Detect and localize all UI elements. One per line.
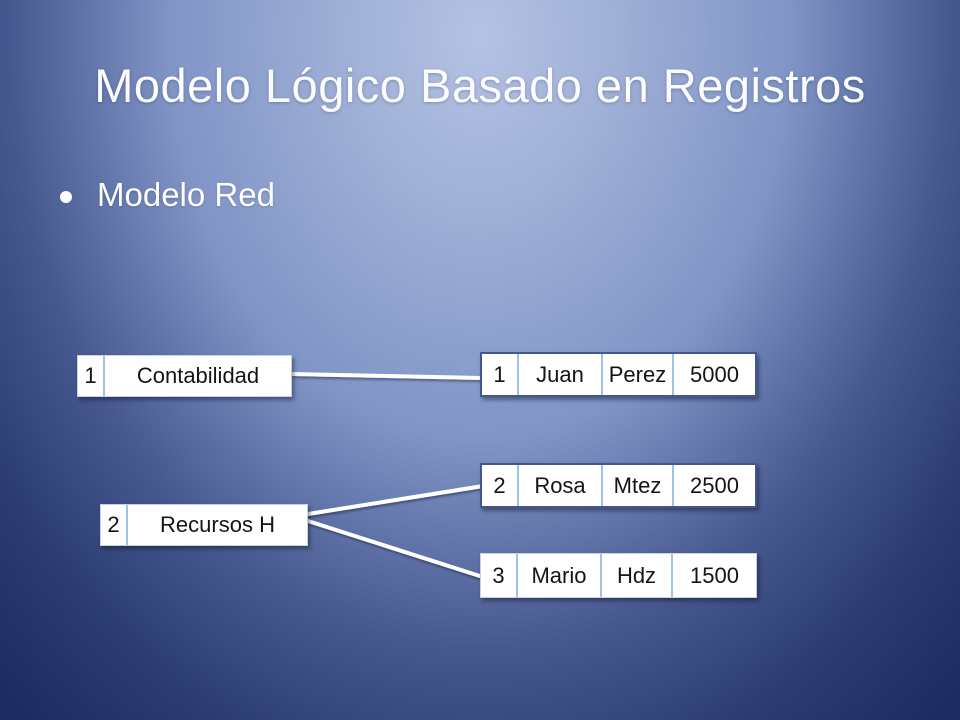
- employee-record-juan: 1 Juan Perez 5000: [480, 352, 757, 397]
- bullet-item: Modelo Red: [60, 176, 275, 214]
- dept-record-contabilidad: 1 Contabilidad: [77, 355, 292, 397]
- employee-id: 2: [482, 465, 519, 506]
- employee-lastname: Hdz: [602, 554, 673, 597]
- bullet-dot-icon: [60, 191, 72, 203]
- employee-lastname: Mtez: [603, 465, 674, 506]
- employee-salary: 5000: [690, 361, 739, 387]
- link-recursosh-mario: [306, 519, 485, 579]
- employee-firstname: Mario: [518, 554, 602, 597]
- employee-record-rosa: 2 Rosa Mtez 2500: [480, 463, 757, 508]
- dept-record-recursos-h: 2 Recursos H: [100, 504, 308, 546]
- dept-id: 2: [101, 505, 128, 545]
- employee-id: 1: [482, 354, 519, 395]
- employee-salary: 2500: [690, 472, 739, 498]
- dept-name: Recursos H: [160, 512, 275, 537]
- employee-firstname: Juan: [519, 354, 603, 395]
- dept-name: Contabilidad: [136, 363, 260, 388]
- employee-id: 3: [481, 554, 518, 597]
- link-recursosh-rosa: [306, 484, 485, 516]
- employee-firstname: Rosa: [519, 465, 603, 506]
- employee-lastname: Perez: [603, 354, 674, 395]
- bullet-label: Modelo Red: [97, 176, 275, 213]
- slide-title: Modelo Lógico Basado en Registros: [94, 59, 866, 112]
- dept-id: 1: [78, 356, 105, 396]
- employee-salary: 1500: [690, 562, 739, 588]
- employee-record-mario: 3 Mario Hdz 1500: [480, 553, 757, 598]
- link-contabilidad-juan: [290, 372, 483, 380]
